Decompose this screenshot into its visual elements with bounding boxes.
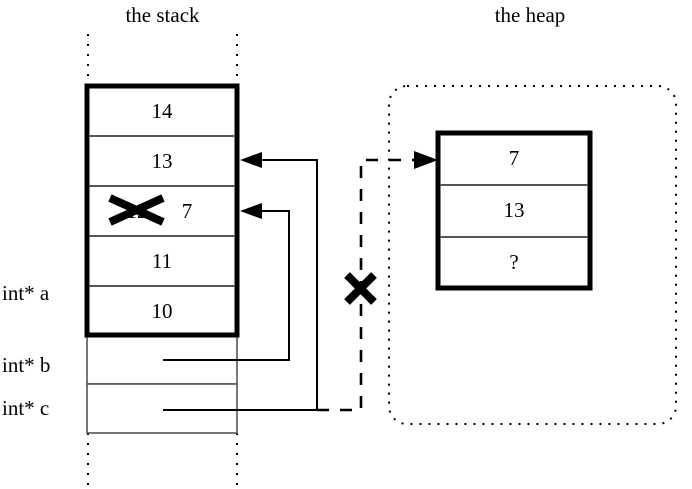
variable-label-b: int* b <box>2 353 51 377</box>
pointer-b-to-stack-cell <box>163 203 290 361</box>
heap-cell-value-2: ? <box>509 250 519 274</box>
heap-cell-value-0: 7 <box>508 146 520 170</box>
heap-title: the heap <box>494 3 566 27</box>
stack-variable-boxes <box>86 334 238 434</box>
variable-label-a: int* a <box>2 281 50 305</box>
pointer-c-to-heap-arrowhead <box>414 151 438 169</box>
stack-cell-value-0: 14 <box>151 99 173 123</box>
stack-cell-value-2: 12 <box>126 199 148 223</box>
stack-extension-dotted-top <box>87 34 238 86</box>
stack-cell-value-3: 11 <box>151 249 173 273</box>
heap-cell-value-1: 13 <box>503 198 525 222</box>
pointer-c-to-stack-cell <box>163 152 318 411</box>
stack-cell-value-1: 13 <box>151 149 173 173</box>
broken-pointer-x-icon <box>344 272 377 305</box>
pointer-c-to-heap-dashed <box>317 158 424 412</box>
stack-title: the stack <box>125 3 200 27</box>
stack-cell-value-4: 10 <box>151 299 173 323</box>
variable-label-c: int* c <box>2 396 50 420</box>
stack-extension-dotted-bottom <box>87 433 238 489</box>
stack-cell-annotation-2: 7 <box>181 199 193 223</box>
